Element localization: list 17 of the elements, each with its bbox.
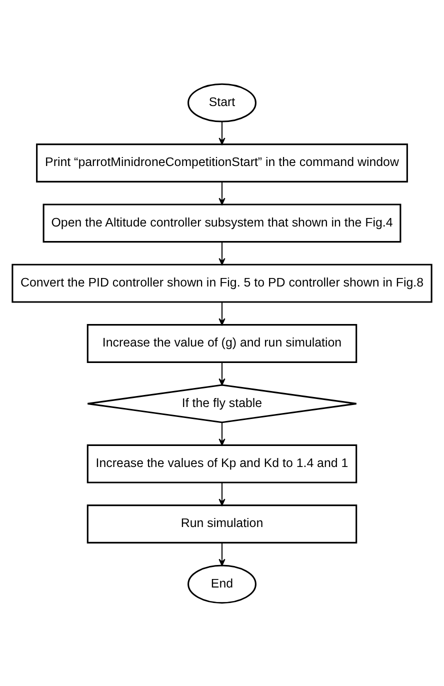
node-diamond: If the fly stable [86,384,358,423]
node-box: Increase the value of (g) and run simulation [86,324,358,362]
arrow [218,422,226,446]
node-box: Print “parrotMinidroneCompetitionStart” in the command window [36,143,408,182]
arrow [218,181,226,204]
node-box: Increase the values of Kp and Kd to 1.4 and 1 [86,444,358,483]
arrow [218,482,226,506]
arrow [218,362,226,386]
node-box: Open the Altitude controller subsystem that shown in the Fig.4 [42,203,402,242]
node-ellipse: Start [188,82,256,122]
arrow [218,542,226,566]
arrow [218,121,226,144]
node-ellipse: End [188,564,256,604]
arrow [218,241,226,265]
node-box: Convert the PID controller shown in Fig. 5 to PD controller shown in Fig.8 [12,263,432,302]
node-box: Run simulation [86,504,358,543]
arrow [218,302,226,325]
